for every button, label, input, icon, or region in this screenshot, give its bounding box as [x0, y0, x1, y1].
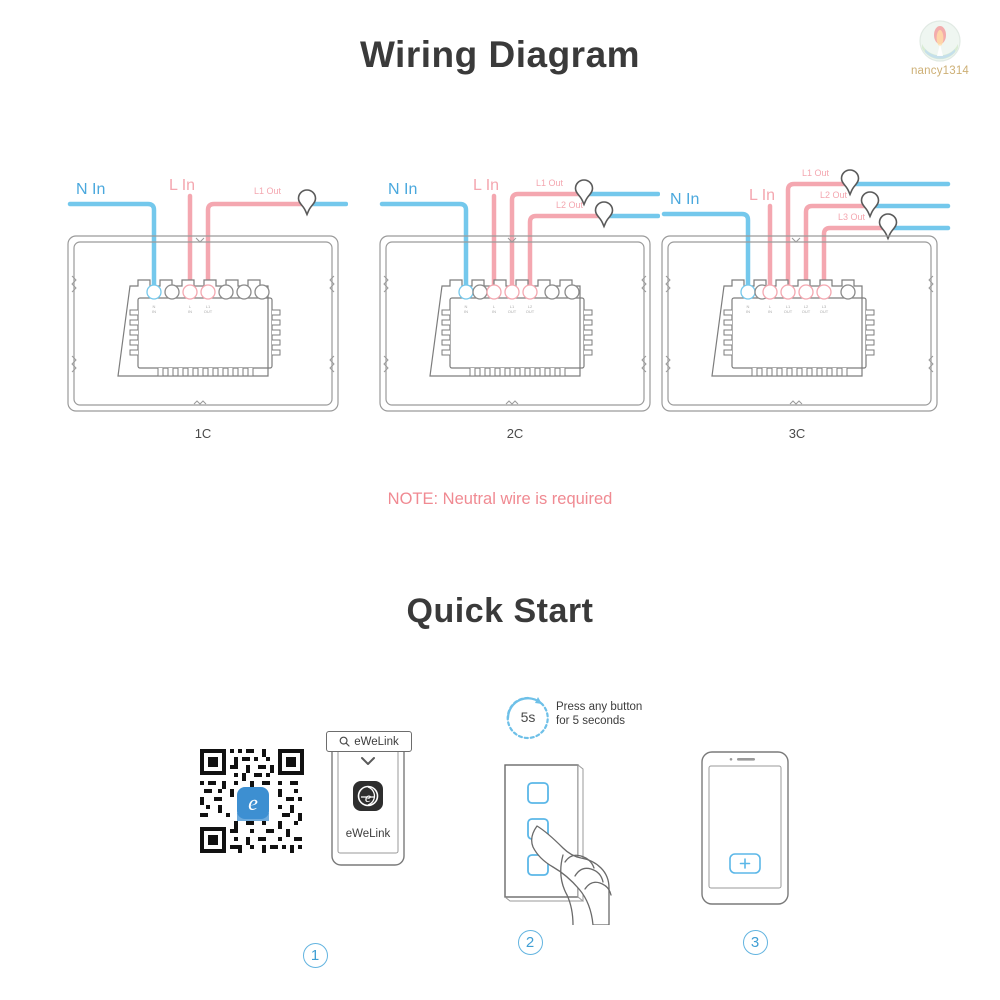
- diagram-caption-1c: 1C: [194, 426, 212, 441]
- wall-plate-outline-3c: [661, 235, 938, 412]
- neutral-wire-1c: [67, 201, 157, 299]
- diagram-caption-3c: 3C: [788, 426, 806, 441]
- quick-start-title: Quick Start: [406, 592, 594, 630]
- diagram-caption-2c: 2C: [506, 426, 524, 441]
- quick-start-step-3: 3: [690, 748, 820, 955]
- press-instruction: Press any button for 5 seconds: [556, 700, 642, 728]
- svg-text:OUT: OUT: [820, 309, 829, 314]
- watermark-username: nancy1314: [910, 65, 970, 77]
- step-number-3: 3: [690, 930, 820, 955]
- label-neutral-in-2c: N In: [388, 181, 417, 198]
- label-l2-out-3c: L2 Out: [820, 190, 848, 200]
- search-input[interactable]: eWeLink: [326, 731, 412, 752]
- svg-text:L1: L1: [510, 304, 515, 309]
- phone-device-step3: [701, 751, 789, 905]
- press-instruction-line2: for 5 seconds: [556, 715, 626, 727]
- svg-text:L1: L1: [786, 304, 791, 309]
- svg-text:IN: IN: [152, 309, 156, 314]
- terminal-row-3c: [740, 284, 856, 300]
- terminal-row-2c: [458, 284, 580, 300]
- label-l3-out-3c: L3 Out: [838, 212, 866, 222]
- step2-graphic: [504, 696, 612, 926]
- svg-text:L: L: [189, 304, 192, 309]
- light-bulb-icon-2: [860, 191, 880, 219]
- step-number-2: 2: [435, 930, 625, 955]
- label-l1-out-2c: L1 Out: [536, 178, 564, 188]
- label-neutral-in-1c: N In: [76, 181, 105, 198]
- phone-app-label: eWeLink: [345, 828, 391, 840]
- light-bulb-icon: [297, 189, 317, 217]
- terminal-row-1c: [146, 284, 270, 300]
- wall-plate-outline-1c: [67, 235, 339, 412]
- label-live-in-2c: L In: [473, 177, 499, 194]
- timer-label: 5s: [520, 709, 536, 725]
- svg-text:N: N: [465, 304, 468, 309]
- svg-text:IN: IN: [188, 309, 192, 314]
- svg-text:IN: IN: [464, 309, 468, 314]
- svg-text:L2: L2: [528, 304, 533, 309]
- switch-module-2c: [429, 279, 593, 377]
- label-live-in-3c: L In: [749, 187, 775, 204]
- app-badge-letter: e: [248, 790, 258, 815]
- quick-start-step-1: e e eWeLink 1: [190, 725, 440, 968]
- phone-device-step1: [331, 734, 405, 866]
- svg-text:OUT: OUT: [802, 309, 811, 314]
- press-instruction-line1: Press any button: [556, 701, 643, 713]
- plus-icon: [739, 858, 751, 869]
- wall-plate-outline-2c: [379, 235, 651, 412]
- svg-text:OUT: OUT: [526, 309, 535, 314]
- light-bulb-icon-3: [878, 213, 898, 241]
- svg-text:N: N: [747, 304, 750, 309]
- note-text: NOTE: Neutral wire is required: [387, 490, 613, 508]
- svg-text:N: N: [153, 304, 156, 309]
- svg-text:e: e: [365, 791, 371, 806]
- label-neutral-in-3c: N In: [670, 191, 699, 208]
- label-live-in-1c: L In: [169, 177, 195, 194]
- circular-arrow-icon: [506, 696, 549, 740]
- label-l1-out-3c: L1 Out: [802, 168, 830, 178]
- switch-button-1: [527, 782, 549, 804]
- switch-module-3c: [711, 279, 875, 377]
- watermark-logo-icon: [917, 18, 963, 64]
- ewelink-app-icon: e: [353, 781, 383, 811]
- light-bulb-icon-1: [574, 179, 594, 207]
- svg-text:IN: IN: [768, 309, 772, 314]
- search-icon: [339, 736, 350, 747]
- svg-text:L: L: [769, 304, 772, 309]
- label-l1-out-1c: L1 Out: [254, 186, 282, 196]
- step3-graphic: [701, 751, 789, 905]
- svg-text:OUT: OUT: [204, 309, 213, 314]
- step1-graphic: e e: [198, 734, 405, 866]
- svg-text:L1: L1: [206, 304, 211, 309]
- app-badge-icon: e: [237, 787, 269, 821]
- light-bulb-icon-1: [840, 169, 860, 197]
- svg-text:L3: L3: [822, 304, 827, 309]
- add-device-button[interactable]: [729, 853, 761, 874]
- svg-text:IN: IN: [492, 309, 496, 314]
- search-query-text: eWeLink: [354, 735, 399, 748]
- quick-start-step-2: 2: [495, 690, 685, 955]
- svg-text:L: L: [493, 304, 496, 309]
- svg-text:L2: L2: [804, 304, 809, 309]
- label-l2-out-2c: L2 Out: [556, 200, 584, 210]
- step-number-1: 1: [190, 943, 440, 968]
- light-bulb-icon-2: [594, 201, 614, 229]
- wiring-diagram-title: Wiring Diagram: [359, 34, 641, 75]
- watermark: nancy1314: [894, 18, 986, 77]
- timer-badge: 5s: [508, 697, 548, 737]
- chevron-down-icon: [361, 757, 375, 765]
- svg-text:OUT: OUT: [784, 309, 793, 314]
- svg-text:IN: IN: [746, 309, 750, 314]
- svg-text:OUT: OUT: [508, 309, 517, 314]
